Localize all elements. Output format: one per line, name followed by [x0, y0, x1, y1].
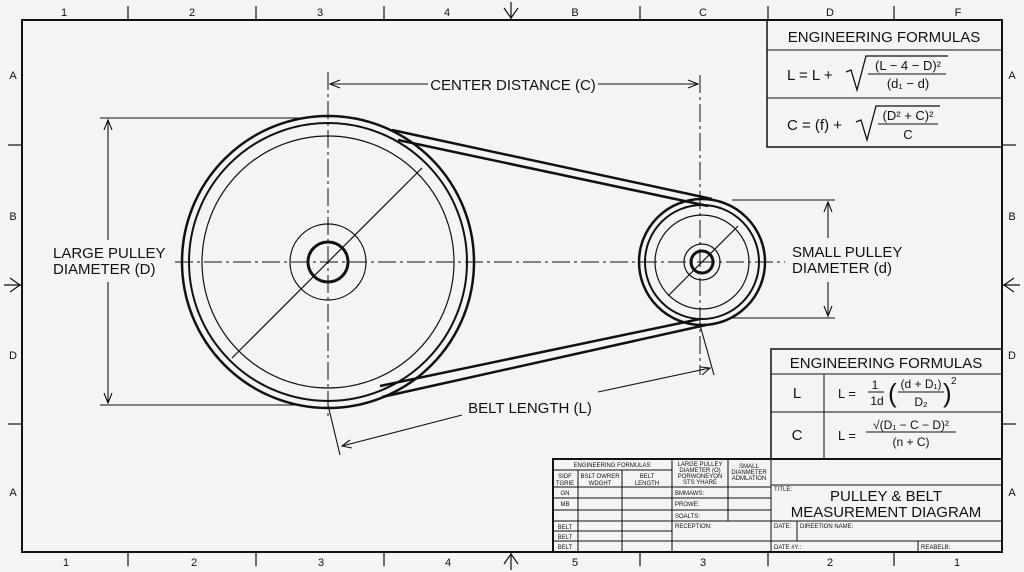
drawing-text: RECEPTION: — [675, 524, 712, 530]
drawing-text: B — [9, 211, 16, 223]
drawing-text: DIREETION NAME: — [800, 524, 854, 530]
drawing-text: ENGINEERING FORMULAS — [788, 29, 981, 46]
drawing-text: LARGE PULLEY — [677, 462, 722, 468]
drawing-text: TITLE: — [774, 487, 792, 493]
drawing-text: SOALTS: — [675, 514, 700, 520]
drawing-text: 1d — [870, 394, 883, 408]
drawing-text: BELT — [558, 545, 573, 551]
formulas-table-bottom: ENGINEERING FORMULAS L L = 1 1d ( (d + D… — [770, 348, 1003, 460]
large-pulley-label: LARGE PULLEY — [53, 245, 166, 262]
drawing-text: WDGHT — [589, 481, 612, 487]
drawing-text: DIAMETER (O) — [679, 468, 720, 474]
drawing-text: 2 — [189, 7, 195, 19]
drawing-text: 1 — [63, 557, 69, 569]
drawing-text: 4 — [444, 7, 450, 19]
drawing-text: D₂ — [914, 395, 928, 409]
drawing-text: C — [792, 427, 803, 444]
drawing-text: DATE #Y.: — [774, 545, 801, 551]
small-pulley — [637, 197, 767, 327]
drawing-text: MB — [561, 502, 570, 508]
drawing-text: 3 — [317, 7, 323, 19]
drawing-text: 2 — [951, 376, 957, 387]
drawing-text: L = — [838, 386, 856, 401]
formulas-table-top: ENGINEERING FORMULAS L = L + (L − 4 − D)… — [766, 19, 1003, 148]
drawing-text: ADMLATION — [732, 476, 767, 482]
dimension-labels: CENTER DISTANCE (C) LARGE PULLEY DIAMETE… — [53, 77, 902, 417]
drawing-text: MEASUREMENT DIAGRAM — [791, 504, 982, 521]
drawing-text: D — [1008, 350, 1016, 362]
drawing-text: PORWONEYON — [678, 474, 723, 480]
drawing-text: BSLT OWRER — [580, 474, 620, 480]
drawing-text: ENGINEERING FORMULAS — [573, 463, 650, 469]
drawing-text: BMMAWS: — [675, 491, 704, 497]
drawing-text: TGRIE — [556, 481, 574, 487]
drawing-text: BELT — [558, 525, 573, 531]
drawing-text: DATE: — [774, 524, 792, 530]
drawing-text: C — [903, 127, 912, 142]
drawing-border — [21, 19, 1003, 553]
drawing-text: 2 — [191, 557, 197, 569]
drawing-text: √(D₁ − C − D)² — [873, 418, 949, 432]
drawing-text: (L − 4 − D)² — [875, 58, 942, 73]
drawing-text: B — [571, 7, 578, 19]
drawing-text: B — [1008, 211, 1015, 223]
drawing-text: REABELB: — [921, 545, 951, 551]
drawing-text: A — [9, 70, 17, 82]
drawing-text: D — [9, 350, 17, 362]
drawing-text: 5 — [572, 557, 578, 569]
drawing-text: L = L + — [787, 67, 833, 84]
drawing-text: GN — [561, 491, 570, 497]
drawing-text: ENGINEERING FORMULAS — [790, 355, 983, 372]
drawing-text: 3 — [318, 557, 324, 569]
ruler-labels: 1 2 3 4 B C D F 1 2 3 4 5 3 2 1 A B D A A B D A — [9, 7, 1016, 569]
drawing-text: (n + C) — [892, 435, 929, 449]
drawing-text: A — [1008, 487, 1016, 499]
belt-length-label: BELT LENGTH (L) — [468, 400, 592, 417]
drawing-text: SMALL — [739, 464, 759, 470]
drawing-text: BELT — [640, 474, 655, 480]
drawing-text: C = (f) + — [787, 117, 842, 134]
drawing-text: 4 — [445, 557, 451, 569]
drawing-text: A — [9, 487, 17, 499]
drawing-text: STS YHARE — [683, 480, 717, 486]
drawing-text: ) — [943, 378, 952, 408]
drawing-text: DIANMETER — [731, 470, 767, 476]
drawing-text: L = — [838, 428, 856, 443]
drawing-text: LENGTH — [635, 481, 659, 487]
ruler-ticks — [4, 2, 1020, 570]
drawing-text: 1 — [954, 557, 960, 569]
large-pulley — [180, 114, 476, 410]
drawing-text: 1 — [872, 378, 879, 392]
drawing-text: DIAMETER (D) — [53, 261, 156, 278]
drawing-text: ( — [888, 378, 897, 408]
small-pulley-label: SMALL PULLEY — [792, 244, 902, 261]
drawing-title: PULLEY & BELT — [830, 488, 942, 505]
drawing-text: (d + D₁) — [900, 377, 941, 391]
drawing-text: BELT — [558, 535, 573, 541]
belt — [379, 128, 713, 399]
drawing-text: 2 — [827, 557, 833, 569]
title-block: ENGINEERING FORMULAS SIDF TGRIE BSLT OWR… — [552, 458, 1003, 553]
drawing-text: SIDF — [558, 474, 572, 480]
drawing-text: DIAMETER (d) — [792, 260, 892, 277]
drawing-text: F — [955, 7, 962, 19]
drawing-text: D — [826, 7, 834, 19]
drawing-text: A — [1008, 70, 1016, 82]
dimension-lines — [100, 79, 835, 456]
drawing-text: L — [793, 385, 801, 402]
center-distance-label: CENTER DISTANCE (C) — [430, 77, 596, 94]
drawing-text: C — [699, 7, 707, 19]
drawing-text: PROWE: — [675, 502, 700, 508]
drawing-text: (D² + C)² — [883, 108, 935, 123]
drawing-text: 3 — [700, 557, 706, 569]
drawing-text: (d₁ − d) — [887, 76, 929, 91]
drawing-text: 1 — [61, 7, 67, 19]
